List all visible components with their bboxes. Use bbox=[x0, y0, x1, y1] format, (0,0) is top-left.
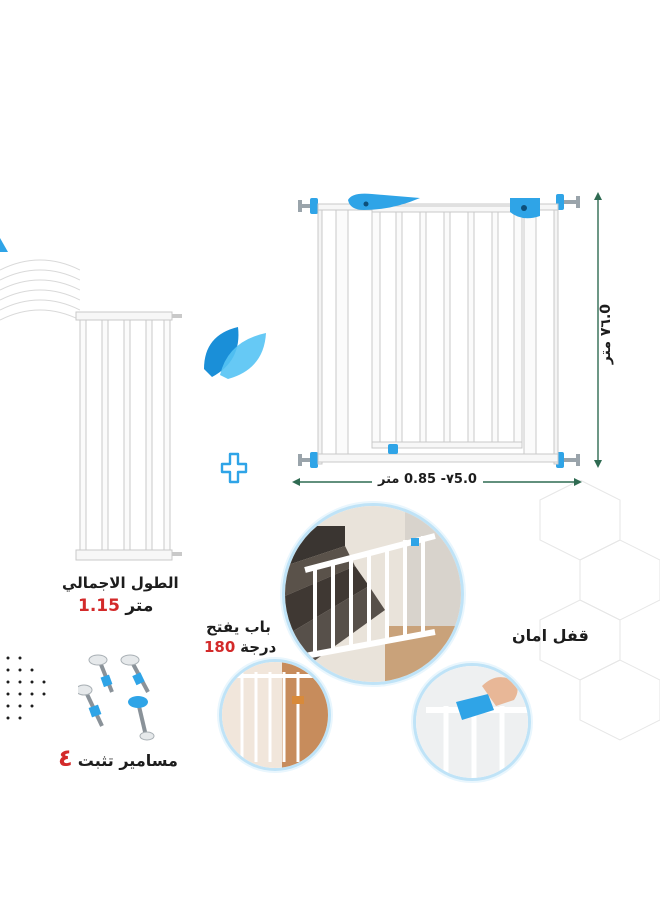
screw-3 bbox=[78, 684, 104, 727]
stairs-installation-photo bbox=[285, 506, 461, 682]
screw-1 bbox=[88, 654, 114, 693]
gate-width-label: 0.٧5- 0.85 متر bbox=[372, 472, 483, 487]
screws-label: مسامير تثبت bbox=[77, 751, 178, 770]
degrees-row: درجة 180 bbox=[204, 638, 276, 656]
screw-4 bbox=[128, 696, 155, 741]
door-opens-label: باب يفتح bbox=[206, 618, 271, 636]
main-gate-illustration bbox=[298, 193, 580, 468]
safety-lock-label: قفل امان bbox=[512, 626, 589, 645]
decorative-lines bbox=[0, 259, 80, 321]
screws-count: ٤ bbox=[58, 744, 73, 772]
dot-cross-pattern bbox=[6, 656, 46, 720]
total-length-value: 1.15 bbox=[78, 596, 120, 616]
extension-panel-illustration bbox=[75, 311, 182, 561]
degrees-unit: درجة bbox=[240, 638, 277, 656]
leaf-logo-icon bbox=[204, 327, 266, 379]
door-open-photo bbox=[222, 662, 328, 768]
total-length-value-row: 1.15 متر bbox=[78, 596, 153, 616]
pressure-mount-top-left bbox=[298, 200, 314, 212]
decorative-hex-pattern bbox=[539, 480, 660, 741]
safety-lock-photo bbox=[416, 666, 528, 778]
gate-height-label: 0.٧٦ متر bbox=[598, 303, 614, 365]
total-length-unit: متر bbox=[125, 596, 154, 616]
plus-icon bbox=[220, 452, 248, 484]
screw-2 bbox=[120, 654, 150, 693]
door-open-illustration bbox=[222, 662, 328, 768]
total-length-label: الطول الاجمالي bbox=[62, 574, 179, 592]
height-dimension-line bbox=[594, 192, 602, 468]
stairs-scene-illustration bbox=[285, 506, 461, 682]
degrees-value: 180 bbox=[204, 638, 236, 656]
screws-caption-row: مسامير تثبت ٤ bbox=[58, 744, 178, 772]
safety-lock-illustration bbox=[416, 666, 528, 778]
mounting-screws-illustration bbox=[78, 654, 155, 741]
triangle-accent-icon bbox=[0, 238, 8, 252]
